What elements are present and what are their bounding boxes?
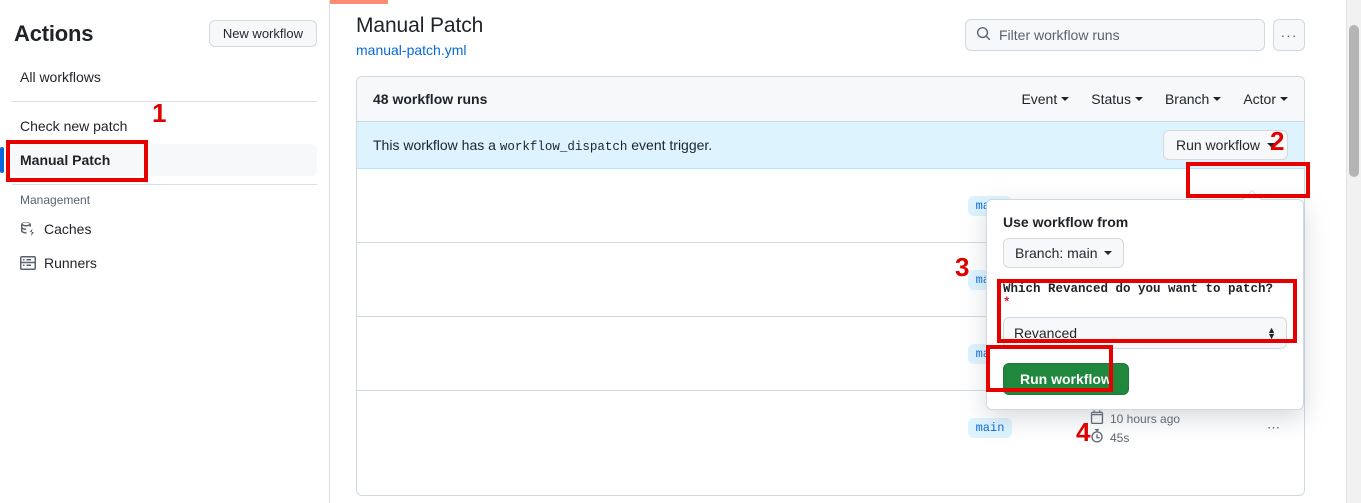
workflow-dispatch-banner: This workflow has a workflow_dispatch ev… — [357, 122, 1304, 169]
filter-status[interactable]: Status — [1091, 91, 1143, 107]
actions-sidebar: Actions New workflow All workflows Check… — [0, 0, 330, 503]
workflow-title: Manual Patch — [356, 14, 484, 37]
workflow-runs-panel: 48 workflow runs Event Status Branch — [356, 76, 1305, 496]
run-workflow-dropdown-button[interactable]: Run workflow — [1162, 130, 1288, 160]
run-duration: 45s — [1090, 428, 1260, 447]
filter-label: Branch — [1164, 91, 1210, 107]
workflow-title-block: Manual Patch manual-patch.yml — [356, 14, 483, 58]
dispatch-event-code: workflow_dispatch — [499, 139, 628, 154]
search-box[interactable] — [965, 19, 1265, 51]
chevron-down-icon — [1213, 97, 1222, 101]
chevron-down-icon — [1267, 143, 1275, 147]
main-content: Manual Patch manual-patch.yml ··· 48 wor… — [331, 0, 1331, 503]
run-updated-text: 10 hours ago — [1110, 411, 1181, 426]
branch-badge[interactable]: main — [967, 418, 1013, 438]
sidebar-item-runners[interactable]: Runners — [12, 247, 317, 279]
sidebar-item-label: Manual Patch — [20, 152, 111, 168]
branch-select-button[interactable]: Branch: main — [1003, 238, 1125, 268]
sidebar-item-label: Check new patch — [20, 118, 128, 134]
chevron-down-icon — [1280, 97, 1288, 101]
dispatch-text-after: event trigger. — [631, 136, 713, 153]
cache-icon — [20, 221, 36, 237]
submit-run-workflow-button[interactable]: Run workflow — [1003, 363, 1129, 395]
run-duration-text: 45s — [1110, 430, 1130, 445]
scrollbar-thumb[interactable] — [1349, 25, 1359, 177]
run-workflow-dropdown-panel: Use workflow from Branch: main Which Rev… — [986, 199, 1304, 410]
sidebar-item-label: Caches — [44, 221, 92, 237]
run-workflow-button-label: Run workflow — [1175, 137, 1260, 153]
sidebar-section-management: Management — [20, 193, 91, 207]
header-actions: ··· — [965, 14, 1305, 51]
sidebar-divider-2 — [12, 184, 317, 185]
sidebar-item-caches[interactable]: Caches — [12, 213, 317, 245]
sidebar-item-all-workflows[interactable]: All workflows — [12, 61, 317, 93]
chevron-down-icon — [1061, 97, 1070, 101]
page-title: Actions — [14, 20, 94, 46]
run-meta-cell: 10 hours ago 45s — [1090, 409, 1260, 447]
calendar-icon — [1090, 410, 1104, 427]
workflow-input-label-text: Which Revanced do you want to patch? — [1003, 282, 1274, 296]
new-workflow-button[interactable]: New workflow — [208, 20, 317, 47]
revanced-select-value: Revanced — [1014, 325, 1078, 341]
filter-label: Status — [1091, 91, 1131, 107]
branch-select-label: Branch: main — [1015, 245, 1098, 261]
run-branch-cell: main — [890, 418, 1090, 438]
runs-filters: Event Status Branch Actor — [1021, 91, 1288, 107]
table-row[interactable]: main 10 hours ago 45s — [357, 391, 1304, 465]
dispatch-text-before: This workflow has a — [373, 136, 496, 153]
kebab-icon: ··· — [1280, 27, 1298, 43]
workflow-input-label: Which Revanced do you want to patch? * — [1003, 282, 1287, 310]
stopwatch-icon — [1090, 429, 1104, 446]
filter-actor[interactable]: Actor — [1243, 91, 1288, 107]
sidebar-item-label: Runners — [44, 255, 97, 271]
workflow-file-link[interactable]: manual-patch.yml — [356, 42, 467, 58]
header-kebab-button[interactable]: ··· — [1273, 19, 1305, 51]
dispatch-banner-text: This workflow has a workflow_dispatch ev… — [373, 137, 712, 154]
server-icon — [20, 255, 36, 271]
filter-label: Actor — [1243, 91, 1276, 107]
search-icon — [976, 26, 991, 44]
run-updated: 10 hours ago — [1090, 409, 1260, 428]
sidebar-item-manual-patch[interactable]: Manual Patch — [0, 144, 317, 176]
filter-label: Event — [1021, 91, 1058, 107]
vertical-scrollbar[interactable] — [1346, 0, 1361, 503]
sidebar-item-check-new-patch[interactable]: Check new patch — [12, 110, 317, 142]
sidebar-item-label: All workflows — [20, 69, 101, 85]
filter-branch[interactable]: Branch — [1164, 91, 1222, 107]
workflow-header: Manual Patch manual-patch.yml ··· — [356, 14, 1305, 58]
sidebar-divider-1 — [12, 101, 317, 102]
workflow-runs-count: 48 workflow runs — [373, 91, 488, 107]
required-marker: * — [1003, 296, 1011, 310]
up-down-arrows-icon: ▲▼ — [1267, 325, 1276, 341]
scroll-rail — [1331, 0, 1346, 503]
revanced-select[interactable]: Revanced ▲▼ — [1003, 317, 1287, 349]
runs-panel-header: 48 workflow runs Event Status Branch — [357, 77, 1304, 122]
search-input[interactable] — [999, 27, 1254, 43]
filter-event[interactable]: Event — [1021, 91, 1070, 107]
chevron-down-icon — [1104, 251, 1113, 255]
chevron-down-icon — [1134, 97, 1143, 101]
sidebar-header: Actions New workflow — [12, 0, 317, 61]
row-kebab-icon[interactable]: ⋯ — [1267, 420, 1281, 435]
use-workflow-from-label: Use workflow from — [1003, 214, 1129, 230]
